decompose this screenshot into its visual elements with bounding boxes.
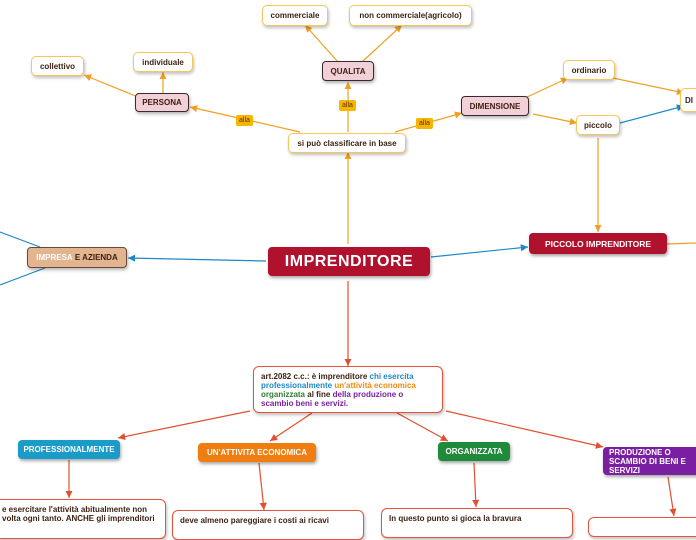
node-produzione-detail[interactable] [588, 517, 696, 537]
edge-organizzata-down [472, 462, 480, 508]
node-impresa-azienda[interactable]: IMPRESA E AZIENDA [27, 247, 127, 268]
edge-label-alla: alla [339, 100, 356, 111]
edge-qualita-commerciale [304, 24, 339, 63]
node-commerciale[interactable]: commerciale [262, 5, 328, 26]
node-ordinario[interactable]: ordinario [563, 60, 615, 80]
edge-root-piccoloimprenditore [430, 244, 529, 258]
edge-definition-produzione [445, 410, 604, 449]
node-piccolo-imprenditore[interactable]: PICCOLO IMPRENDITORE [529, 233, 667, 254]
edge-root-impresa [127, 254, 267, 262]
edge-produzione-down [667, 476, 677, 517]
edge-definition-organizzata [396, 412, 449, 442]
edge-dimensione-ordinario [524, 77, 569, 99]
edge-ordinario-di [612, 77, 685, 96]
node-attivita-economica[interactable]: UN'ATTIVITA ECONOMICA [198, 443, 316, 462]
node-organizzata-detail[interactable]: In questo punto si gioca la bravura [381, 508, 573, 538]
node-di-partial[interactable]: DI [680, 88, 696, 112]
node-qualita[interactable]: QUALITA [322, 61, 374, 81]
node-imprenditore-root[interactable]: IMPRENDITORE [268, 247, 430, 276]
edge-piccolo-di [619, 104, 685, 124]
node-organizzata[interactable]: ORGANIZZATA [438, 442, 510, 461]
node-non-commerciale[interactable]: non commerciale(agricolo) [349, 5, 472, 26]
edge-definition-professionalmente [117, 410, 251, 441]
edge-dimensione-piccolo [532, 113, 578, 126]
node-produzione-scambio[interactable]: PRODUZIONE O SCAMBIO DI BENI E SERVIZI [603, 447, 696, 475]
node-collettivo[interactable]: collettivo [31, 56, 84, 76]
node-dimensione[interactable]: DIMENSIONE [461, 96, 529, 116]
node-persona[interactable]: PERSONA [135, 93, 189, 112]
edge-piccoloimprenditore-right [666, 242, 696, 245]
edge-impresa-left-down [0, 267, 46, 286]
node-piccolo[interactable]: piccolo [576, 115, 620, 135]
node-definition[interactable]: art.2082 c.c.: è imprenditore chi eserci… [253, 366, 443, 413]
connector-lines [0, 24, 696, 517]
edge-label-alla: alla [416, 118, 433, 129]
edge-persona-collettivo [83, 74, 139, 98]
node-individuale[interactable]: individuale [133, 52, 193, 72]
node-professionalmente-detail[interactable]: e esercitare l'attività abitualmente non… [0, 499, 166, 539]
node-professionalmente[interactable]: PROFESSIONALMENTE [18, 440, 120, 459]
edge-label-alla: alla [236, 115, 253, 126]
edge-definition-attivita [269, 412, 313, 442]
edge-impresa-left-up [0, 231, 41, 248]
edge-qualita-noncommerciale [361, 24, 403, 63]
edge-attivita-down [258, 462, 267, 511]
node-base[interactable]: si può classificare in base [288, 133, 406, 153]
node-attivita-detail[interactable]: deve almeno pareggiare i costi ai ricavi [172, 510, 364, 540]
